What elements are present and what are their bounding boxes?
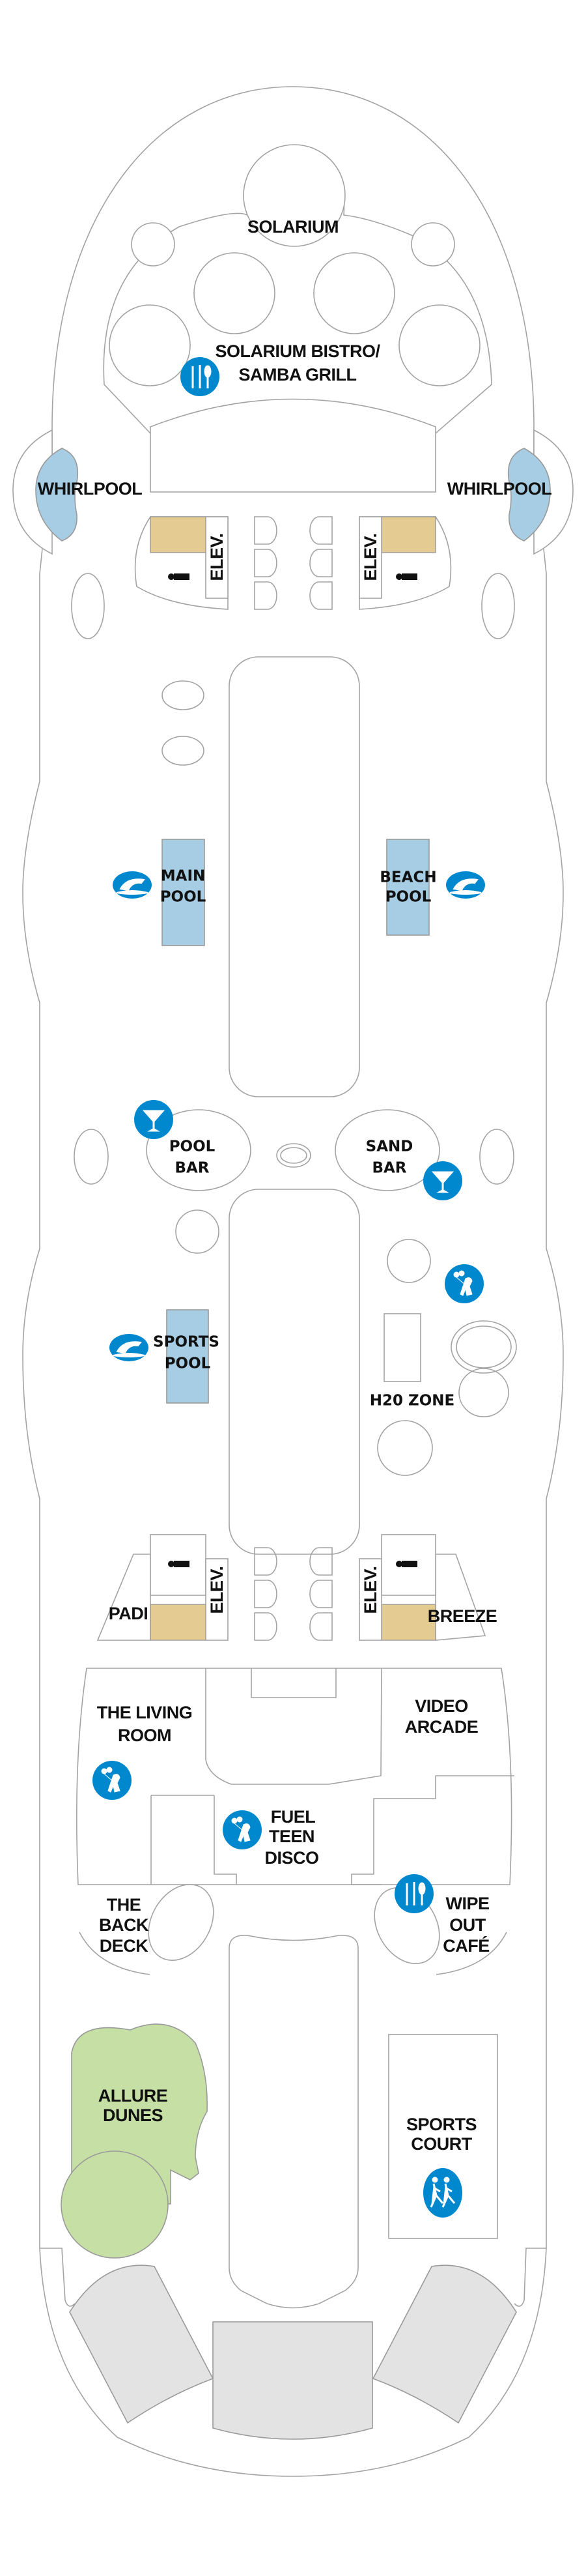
- whirlpool-left-label: WHIRLPOOL: [38, 479, 142, 499]
- aft-elevators[interactable]: ELEV. PADI ELEV. BREEZE: [96, 1534, 497, 1641]
- solarium-label: SOLARIUM: [247, 217, 339, 237]
- elevator-label: ELEV.: [207, 533, 227, 581]
- bistro-label-2: SAMBA GRILL: [239, 365, 357, 384]
- wipe-out-label-3: CAFÉ: [443, 1935, 490, 1956]
- stairs: [381, 516, 436, 553]
- main-pool-label-1: MAIN: [161, 868, 206, 885]
- living-room-label-2: ROOM: [118, 1726, 171, 1745]
- sports-pool[interactable]: SPORTS POOL: [109, 1309, 219, 1404]
- solarium-bistro[interactable]: SOLARIUM BISTRO/ SAMBA GRILL: [150, 341, 436, 493]
- h20-zone-label: H20 ZONE: [370, 1393, 454, 1410]
- kids-icon: [92, 1760, 132, 1801]
- restroom-icon: [168, 1561, 189, 1567]
- video-arcade-label-2: ARCADE: [405, 1717, 479, 1737]
- main-pool-label-2: POOL: [160, 889, 206, 906]
- elevator-label: ELEV.: [361, 1566, 380, 1614]
- sand-bar-label-1: SAND: [366, 1138, 413, 1155]
- sports-icon: [422, 2167, 464, 2219]
- back-deck-label-3: DECK: [100, 1936, 149, 1956]
- bar-icon: [423, 1161, 463, 1201]
- stairs: [150, 1604, 206, 1641]
- wipe-out-label-1: WIPE: [445, 1894, 489, 1913]
- sports-pool-label-1: SPORTS: [153, 1334, 219, 1351]
- living-room-label-1: THE LIVING: [97, 1703, 193, 1722]
- stairs: [150, 516, 206, 553]
- dining-icon: [179, 356, 221, 398]
- video-arcade-label-1: VIDEO: [415, 1696, 468, 1716]
- whirlpool-right-label: WHIRLPOOL: [447, 479, 551, 499]
- aft-deck-center: [212, 2321, 373, 2440]
- pool-bar[interactable]: POOL BAR: [133, 1099, 251, 1191]
- whirlpool-left[interactable]: WHIRLPOOL: [12, 429, 143, 555]
- restroom-icon: [168, 573, 189, 580]
- wipe-out-label-2: OUT: [449, 1915, 486, 1935]
- kids-icon: [222, 1810, 262, 1850]
- sand-bar[interactable]: SAND BAR: [335, 1109, 463, 1201]
- central-atrium-upper: [229, 656, 360, 1097]
- teen-area: [76, 1668, 514, 1885]
- beach-pool[interactable]: BEACH POOL: [380, 839, 486, 936]
- sports-court-label-2: COURT: [411, 2134, 472, 2154]
- bar-icon: [133, 1099, 174, 1140]
- stairs: [381, 1604, 436, 1641]
- allure-dunes-label-1: ALLURE: [98, 2086, 168, 2106]
- h20-zone[interactable]: H20 ZONE: [370, 1264, 517, 1476]
- sports-pool-label-2: POOL: [165, 1355, 211, 1372]
- central-atrium-aft: [229, 1935, 359, 2309]
- restroom-icon: [396, 1561, 417, 1567]
- wipe-out-cafe[interactable]: WIPE OUT CAFÉ: [361, 1873, 507, 1975]
- restroom-icon: [396, 573, 417, 580]
- the-back-deck[interactable]: THE BACK DECK: [79, 1873, 227, 1975]
- pool-bar-label-2: BAR: [174, 1160, 209, 1177]
- the-living-room[interactable]: THE LIVING ROOM: [92, 1703, 193, 1801]
- padi-label: PADI: [109, 1604, 148, 1623]
- main-pool[interactable]: MAIN POOL: [112, 839, 206, 946]
- breeze-label: BREEZE: [428, 1606, 497, 1626]
- aft-deck-right: [372, 2265, 517, 2424]
- allure-dunes[interactable]: ALLURE DUNES: [61, 2023, 208, 2259]
- forward-elevators[interactable]: ELEV. ELEV.: [71, 516, 515, 639]
- whirlpool-right[interactable]: WHIRLPOOL: [447, 429, 574, 555]
- sports-court-label-1: SPORTS: [406, 2115, 477, 2134]
- fuel-teen-disco[interactable]: FUEL TEEN DISCO: [222, 1807, 319, 1868]
- swimming-icon: [445, 871, 486, 899]
- beach-pool-label-1: BEACH: [380, 869, 436, 886]
- bistro-label-1: SOLARIUM BISTRO/: [216, 341, 381, 361]
- elevator-label: ELEV.: [361, 533, 380, 581]
- back-deck-label-2: BACK: [99, 1915, 149, 1935]
- sports-court[interactable]: SPORTS COURT: [388, 2034, 498, 2239]
- beach-pool-label-2: POOL: [385, 889, 432, 906]
- pool-bar-label-1: POOL: [169, 1138, 216, 1155]
- swimming-icon: [109, 1333, 149, 1362]
- sand-bar-label-2: BAR: [372, 1160, 406, 1177]
- fuel-label-2: TEEN: [269, 1827, 314, 1846]
- kids-icon: [444, 1264, 484, 1304]
- back-deck-label-1: THE: [107, 1895, 141, 1915]
- elevator-label: ELEV.: [207, 1566, 227, 1614]
- allure-dunes-label-2: DUNES: [103, 2106, 163, 2125]
- central-atrium-lower: [229, 1189, 360, 1555]
- dining-icon: [393, 1873, 435, 1915]
- fuel-label-3: DISCO: [264, 1848, 318, 1868]
- fuel-label-1: FUEL: [271, 1807, 316, 1827]
- video-arcade[interactable]: VIDEO ARCADE: [405, 1696, 479, 1737]
- swimming-icon: [112, 871, 152, 899]
